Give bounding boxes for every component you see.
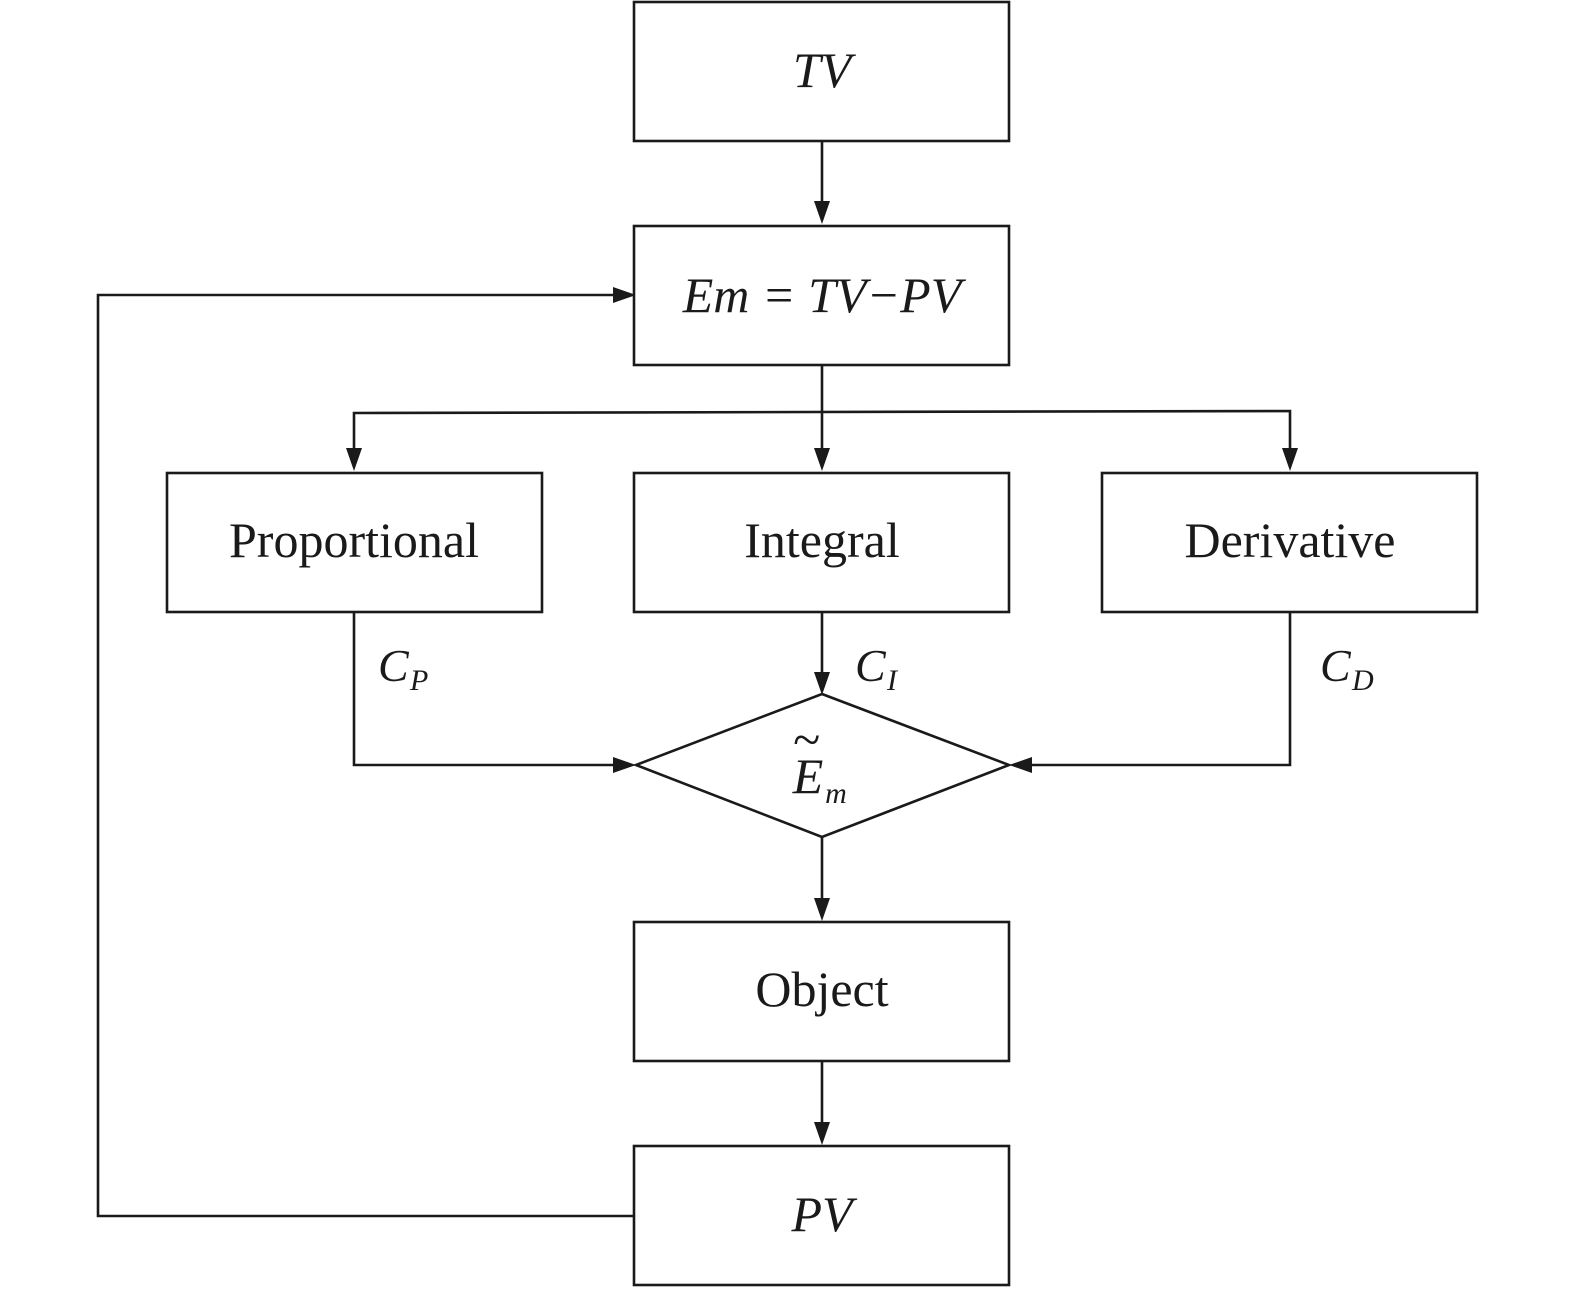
coefficient-integral-subscript: I [886, 664, 899, 697]
arrowhead-error-top [814, 201, 830, 224]
node-tv-label: TV [793, 42, 857, 98]
node-integral-label: Integral [744, 512, 899, 568]
arrowhead-integral-top [814, 448, 830, 471]
arrowhead-combiner-top [814, 672, 830, 695]
arrowhead-combiner-left [613, 757, 636, 773]
node-error: Em = TV−PV [632, 224, 1011, 367]
coefficient-integral: C I [855, 640, 899, 697]
node-error-label: Em = TV−PV [682, 267, 967, 323]
node-proportional: Proportional [165, 471, 544, 614]
coefficient-proportional: C P [378, 640, 428, 697]
node-derivative-label: Derivative [1184, 512, 1395, 568]
node-object-label: Object [755, 961, 888, 1017]
coefficient-proportional-subscript: P [409, 664, 428, 697]
connector-feedback-loop [96, 293, 634, 1218]
node-pv-label: PV [790, 1186, 858, 1242]
node-integral: Integral [632, 471, 1011, 614]
arrowhead-pv-top [814, 1122, 830, 1145]
node-combiner: ~ E m [632, 692, 1013, 839]
coefficient-derivative: C D [1320, 640, 1374, 697]
node-tv: TV [632, 0, 1011, 143]
node-proportional-label: Proportional [229, 512, 479, 568]
arrowhead-derivative-top [1282, 448, 1298, 471]
combiner-subscript: m [825, 777, 847, 810]
coefficient-integral-symbol: C [855, 640, 887, 691]
connector-proportional-to-combiner [352, 611, 615, 767]
combiner-accent: ~ [792, 711, 819, 767]
combiner-symbol: E [792, 748, 824, 804]
connector-split-bus [352, 409, 1292, 450]
coefficient-derivative-symbol: C [1320, 640, 1352, 691]
node-derivative: Derivative [1100, 471, 1479, 614]
arrowhead-combiner-right [1009, 757, 1032, 773]
arrowhead-object-top [814, 898, 830, 921]
connectors [96, 141, 1298, 1218]
coefficient-proportional-symbol: C [378, 640, 410, 691]
coefficient-derivative-subscript: D [1351, 664, 1374, 697]
arrowhead-error-left [613, 287, 636, 303]
connector-derivative-to-combiner [1030, 611, 1292, 767]
node-object: Object [632, 920, 1011, 1063]
arrowhead-proportional-top [346, 448, 362, 471]
node-pv: PV [632, 1144, 1011, 1287]
